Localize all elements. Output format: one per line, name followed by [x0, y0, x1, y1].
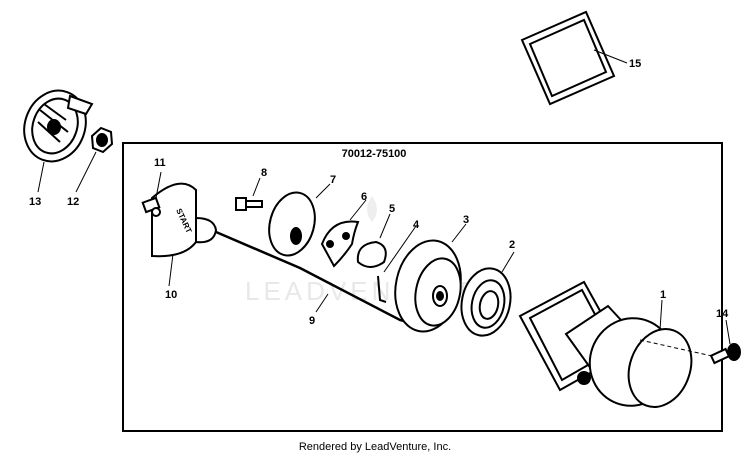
part-2-spring — [460, 267, 512, 337]
callout-4: 4 — [413, 219, 420, 231]
callout-1: 1 — [660, 289, 666, 301]
part-1-housing — [564, 304, 693, 408]
callout-9: 9 — [309, 315, 315, 327]
callout-5: 5 — [389, 203, 395, 215]
footer-credit: Rendered by LeadVenture, Inc. — [298, 441, 452, 453]
callout-13: 13 — [29, 196, 41, 208]
callout-10: 10 — [165, 289, 177, 301]
callout-2: 2 — [509, 239, 515, 251]
callout-6: 6 — [361, 191, 367, 203]
part-6-ratchet — [320, 220, 360, 268]
part-13-starter-cup — [23, 89, 94, 163]
kit-box — [122, 142, 723, 432]
part-5-spring-clip — [356, 240, 387, 268]
callout-7: 7 — [330, 174, 336, 186]
part-7-plate — [268, 191, 316, 257]
part-10-start-handle — [151, 182, 218, 258]
callout-8: 8 — [261, 167, 267, 179]
part-14-screw — [709, 343, 741, 365]
callout-12: 12 — [67, 196, 79, 208]
callout-3: 3 — [463, 214, 469, 226]
part-8-bolt — [235, 197, 263, 211]
callout-14: 14 — [716, 308, 729, 320]
part-12-nut — [90, 126, 114, 154]
callout-15: 15 — [629, 58, 641, 70]
part-11-rope-pin — [141, 196, 161, 217]
kit-number: 70012-75100 — [342, 148, 407, 160]
callout-11: 11 — [154, 157, 166, 169]
part-4-clip — [377, 275, 387, 303]
part-15-gasket — [520, 10, 616, 106]
part-3-pulley — [394, 239, 462, 333]
